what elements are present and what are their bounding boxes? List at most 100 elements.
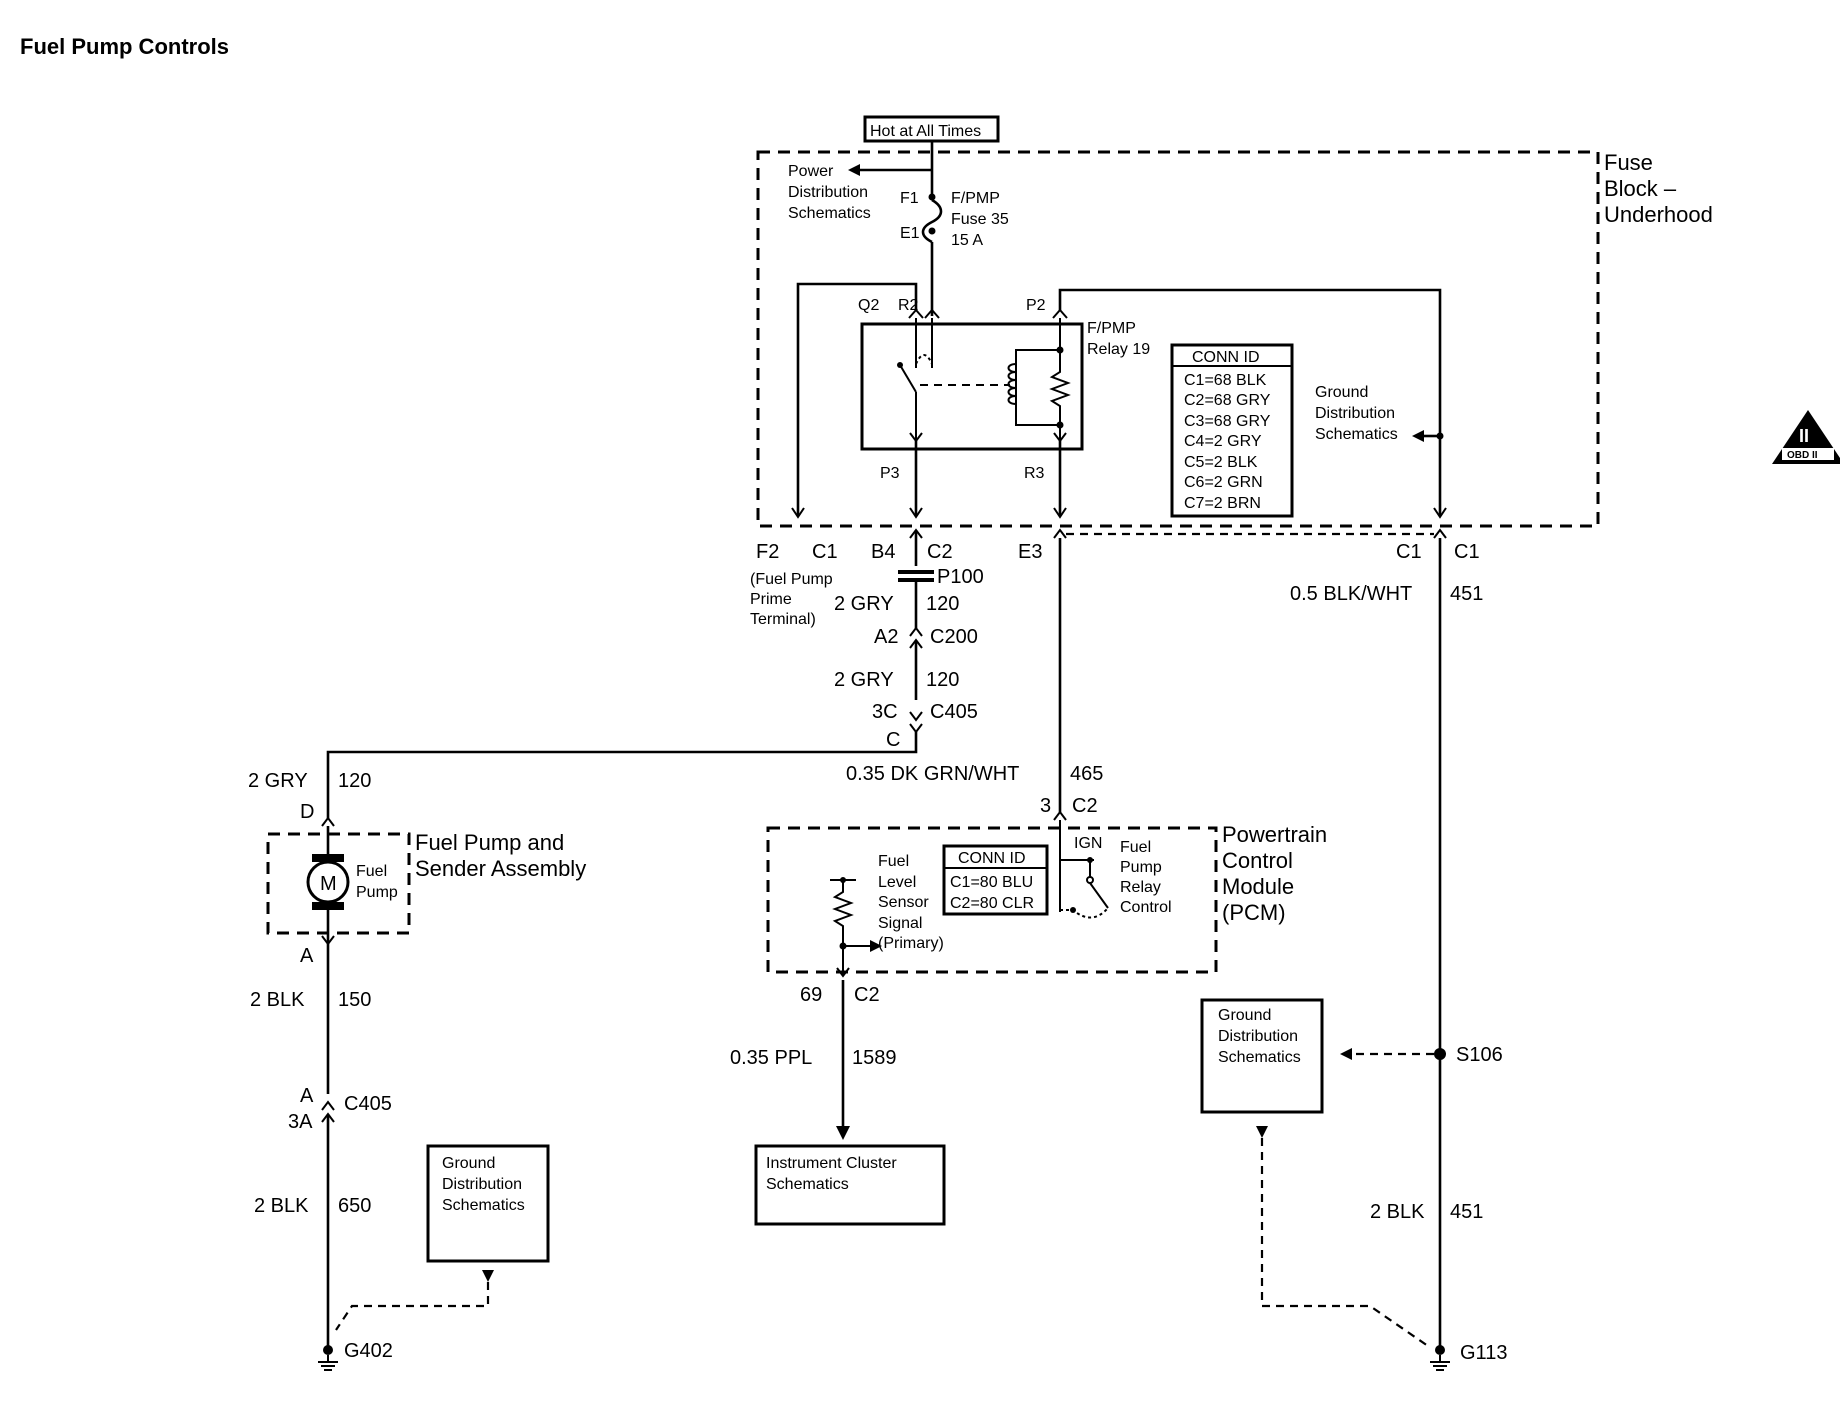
connector-a2: A2 bbox=[874, 626, 898, 648]
pcm-switch-return bbox=[1060, 907, 1109, 919]
connector-c2-pcm-top: C2 bbox=[1072, 795, 1098, 817]
g402-ground-icon bbox=[318, 1355, 338, 1371]
svg-text:Powertrain: Powertrain bbox=[1222, 822, 1327, 847]
svg-text:Instrument Cluster: Instrument Cluster bbox=[766, 1155, 897, 1172]
wire-blk150-number: 150 bbox=[338, 989, 371, 1011]
connector-3a: 3A bbox=[288, 1111, 313, 1133]
connector-e3: E3 bbox=[1018, 541, 1042, 563]
svg-text:Prime: Prime bbox=[750, 591, 792, 608]
svg-text:Signal: Signal bbox=[878, 915, 922, 932]
svg-text:Fuse 35: Fuse 35 bbox=[951, 211, 1009, 228]
ground-distribution-right-label: Ground Distribution Schematics bbox=[1218, 1007, 1301, 1066]
q2-to-f2-wire bbox=[796, 282, 918, 516]
relay-resistor bbox=[1049, 350, 1071, 425]
svg-text:Distribution: Distribution bbox=[1315, 405, 1395, 422]
relay-switch-arm bbox=[899, 364, 917, 393]
svg-text:Relay 19: Relay 19 bbox=[1087, 341, 1150, 358]
hot-at-all-times-label: Hot at All Times bbox=[870, 123, 981, 140]
connector-c405-bottom: C405 bbox=[344, 1093, 392, 1115]
ground-distribution-label: Ground Distribution Schematics bbox=[1315, 384, 1398, 443]
fuel-level-sensor-resistor bbox=[832, 880, 854, 976]
svg-text:OBD II: OBD II bbox=[1787, 450, 1818, 461]
obd-ii-icon: II OBD II bbox=[1772, 410, 1840, 464]
svg-text:(PCM): (PCM) bbox=[1222, 900, 1286, 925]
svg-text:Power: Power bbox=[788, 163, 834, 180]
c405-bottom-male-mark bbox=[321, 1100, 335, 1111]
p100-label: P100 bbox=[937, 566, 984, 588]
diagram-title: Fuel Pump Controls bbox=[20, 34, 229, 59]
splice-s106 bbox=[1434, 1048, 1446, 1060]
svg-text:Fuel: Fuel bbox=[356, 863, 387, 880]
connector-c1-left: C1 bbox=[812, 541, 838, 563]
pcm-conn-id-header: CONN ID bbox=[958, 850, 1026, 867]
svg-text:Pump: Pump bbox=[1120, 859, 1162, 876]
svg-text:(Primary): (Primary) bbox=[878, 935, 944, 952]
ground-left-arrow bbox=[482, 1270, 494, 1282]
c405-top-female-mark bbox=[909, 723, 923, 734]
fuel-pump-assembly-boundary bbox=[266, 832, 411, 935]
fuel-pump-relay bbox=[860, 322, 1084, 451]
motor-brush-bottom bbox=[312, 902, 344, 910]
relay-pin-p3: P3 bbox=[880, 465, 900, 482]
wire-blk150-color: 2 BLK bbox=[250, 989, 305, 1011]
svg-text:Fuel: Fuel bbox=[1120, 839, 1151, 856]
relay-pin-r3: R3 bbox=[1024, 465, 1045, 482]
power-dist-arrow bbox=[848, 164, 860, 176]
connector-3c: 3C bbox=[872, 701, 898, 723]
s106-reference-arrow bbox=[1340, 1048, 1352, 1060]
p2-to-c1-wire bbox=[1058, 288, 1442, 516]
fuel-pump-assembly-label: Fuel Pump and Sender Assembly bbox=[415, 830, 586, 881]
svg-text:F/PMP: F/PMP bbox=[951, 190, 1000, 207]
g402-node bbox=[323, 1345, 333, 1355]
p2-pin-arrow bbox=[1052, 308, 1068, 319]
svg-text:II: II bbox=[1799, 426, 1809, 446]
c405-top-male-mark bbox=[909, 711, 923, 722]
svg-text:(Fuel Pump: (Fuel Pump bbox=[750, 571, 833, 588]
svg-text:Block –: Block – bbox=[1604, 176, 1677, 201]
svg-text:Schematics: Schematics bbox=[1218, 1049, 1301, 1066]
e3-arrow bbox=[1053, 507, 1067, 519]
fuse-terminal-top bbox=[928, 193, 936, 201]
ground-distribution-left-label: Ground Distribution Schematics bbox=[442, 1155, 525, 1214]
wire-blk451-color: 2 BLK bbox=[1370, 1201, 1425, 1223]
svg-text:Schematics: Schematics bbox=[1315, 426, 1398, 443]
connector-c-pin: C bbox=[886, 729, 900, 751]
relay-pin-r2: R2 bbox=[898, 297, 919, 314]
svg-text:Ground: Ground bbox=[1218, 1007, 1271, 1024]
ground-left-reference bbox=[335, 1282, 490, 1331]
gry-120-to-pump-wire bbox=[326, 732, 918, 818]
svg-text:Schematics: Schematics bbox=[766, 1176, 849, 1193]
svg-text:Ground: Ground bbox=[1315, 384, 1368, 401]
wire-grnwht-number: 465 bbox=[1070, 763, 1103, 785]
motor-symbol: M bbox=[320, 873, 337, 895]
conn-id-table-fuse-block bbox=[1170, 343, 1294, 518]
connector-pin-69: 69 bbox=[800, 984, 822, 1006]
relay-pin-q2: Q2 bbox=[858, 297, 879, 314]
svg-text:Sensor: Sensor bbox=[878, 894, 929, 911]
connector-c1-right-b: C1 bbox=[1454, 541, 1480, 563]
svg-text:Ground: Ground bbox=[442, 1155, 495, 1172]
connector-c2-pcm-bottom: C2 bbox=[854, 984, 880, 1006]
connector-c2-top: C2 bbox=[927, 541, 953, 563]
wire-ppl-color: 0.35 PPL bbox=[730, 1047, 812, 1069]
wire-blk451-number: 451 bbox=[1450, 1201, 1483, 1223]
svg-text:Distribution: Distribution bbox=[788, 184, 868, 201]
fuse-block-boundary bbox=[756, 150, 1600, 528]
svg-text:F/PMP: F/PMP bbox=[1087, 320, 1136, 337]
fuel-pump-label: Fuel Pump bbox=[356, 863, 398, 901]
svg-text:Schematics: Schematics bbox=[788, 205, 871, 222]
fuel-level-sensor-label: Fuel Level Sensor Signal (Primary) bbox=[878, 853, 944, 952]
wire-gry-b-color: 2 GRY bbox=[834, 669, 894, 691]
svg-text:C6=2 GRN: C6=2 GRN bbox=[1184, 474, 1263, 491]
p100-grommet-top bbox=[898, 570, 934, 574]
svg-text:Underhood: Underhood bbox=[1604, 202, 1713, 227]
relay-switch-pivot bbox=[897, 362, 903, 368]
e3-female-mark bbox=[1053, 528, 1067, 539]
connector-b4: B4 bbox=[871, 541, 895, 563]
f2-arrow bbox=[791, 507, 805, 519]
sensor-signal-arrow bbox=[870, 940, 882, 952]
g113-node bbox=[1435, 1345, 1445, 1355]
pcm-conn-c2: C2=80 CLR bbox=[950, 895, 1034, 912]
connector-c405-top: C405 bbox=[930, 701, 978, 723]
